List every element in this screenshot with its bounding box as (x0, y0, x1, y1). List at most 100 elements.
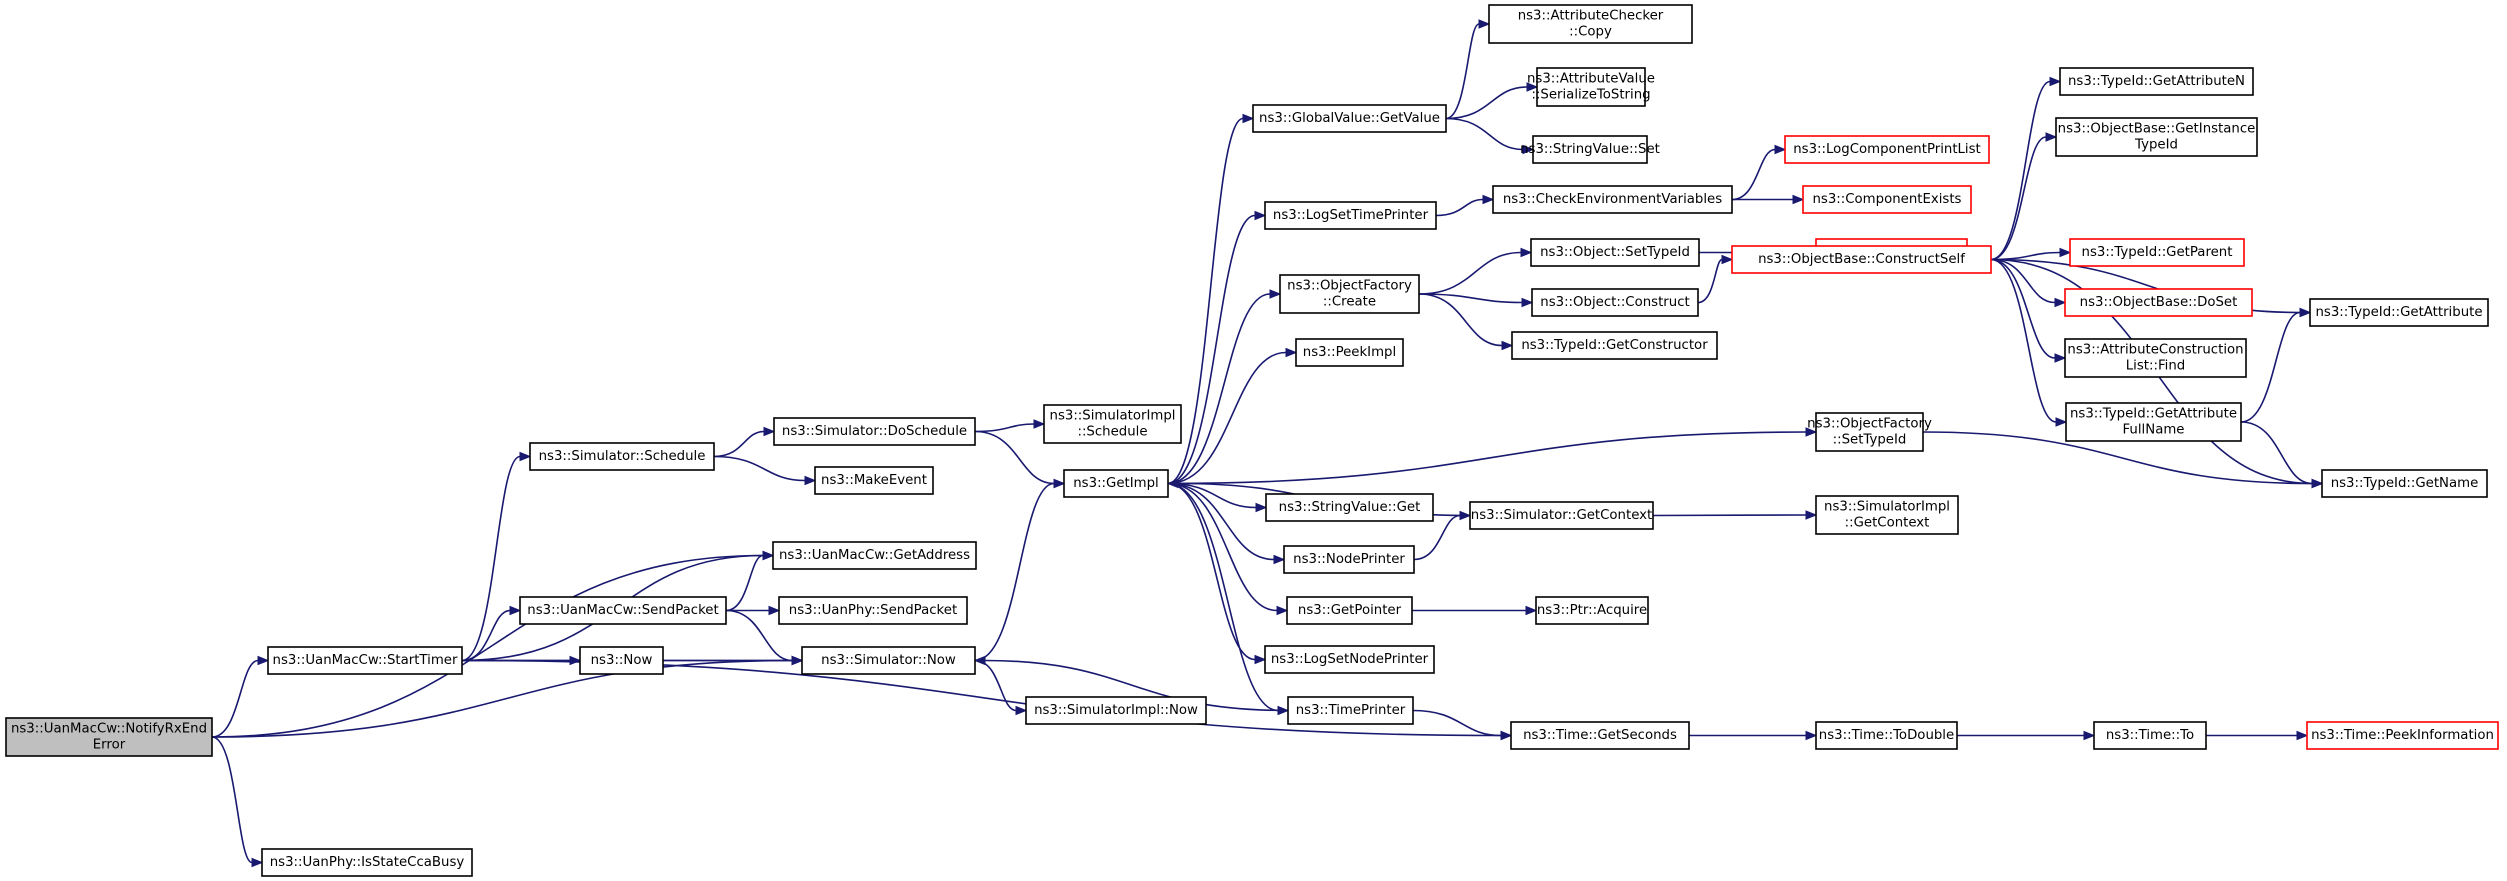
node-uanmaccw-getaddress[interactable]: ns3::UanMacCw::GetAddress (772, 541, 977, 570)
edge-arrowhead (1721, 254, 1734, 265)
edge-arrowhead (791, 655, 804, 666)
node-box (2321, 469, 2488, 498)
node-label: ns3::Time::ToDouble (1819, 728, 1954, 743)
node-attributevalue-serializetostring[interactable]: ns3::AttributeValue::SerializeToString (1527, 67, 1655, 107)
edge-n2-n5 (461, 451, 532, 662)
edge-n17-n32 (1418, 247, 1533, 295)
node-simulatorimpl-now[interactable]: ns3::SimulatorImpl::Now (1025, 696, 1207, 725)
node-componentexists[interactable]: ns3::ComponentExists (1802, 185, 1972, 214)
edge-n43-n40 (2240, 307, 2312, 423)
node-objectfactory-create[interactable]: ns3::ObjectFactory::Create (1279, 274, 1420, 314)
node-getpointer[interactable]: ns3::GetPointer (1286, 596, 1413, 625)
node-logsetnodeprinter[interactable]: ns3::LogSetNodePrinter (1264, 645, 1435, 674)
node-box (2064, 338, 2247, 378)
node-globalvalue-getvalue[interactable]: ns3::GlobalValue::GetValue (1252, 104, 1447, 133)
node-now[interactable]: ns3::Now (579, 646, 664, 675)
edge-n11-n19 (1167, 427, 1818, 485)
edge-arrowhead (1285, 347, 1298, 358)
node-peekimpl[interactable]: ns3::PeekImpl (1295, 338, 1404, 367)
node-makeevent[interactable]: ns3::MakeEvent (814, 466, 934, 495)
node-label: ns3::Ptr::Acquire (1537, 603, 1647, 618)
node-getimpl[interactable]: ns3::GetImpl (1063, 469, 1169, 498)
node-label: ::Schedule (1077, 425, 1147, 440)
node-label: ns3::Simulator::Now (821, 653, 956, 668)
node-box (2065, 402, 2242, 442)
node-label: ::Copy (1569, 25, 1612, 40)
edge-arrowhead (2054, 353, 2067, 363)
node-simulator-now[interactable]: ns3::Simulator::Now (801, 646, 976, 675)
node-label: ns3::SimulatorImpl (1050, 409, 1176, 424)
node-time-getseconds[interactable]: ns3::Time::GetSeconds (1510, 721, 1690, 750)
node-attributechecker-copy[interactable]: ns3::AttributeChecker::Copy (1488, 4, 1693, 44)
node-typeid-getattribute[interactable]: ns3::TypeId::GetAttribute (2309, 298, 2489, 327)
node-stringvalue-set[interactable]: ns3::StringValue::Set (1520, 135, 1660, 164)
node-box (529, 442, 715, 471)
node-time-peekinformation[interactable]: ns3::Time::PeekInformation (2306, 721, 2499, 750)
node-logsettimeprinter[interactable]: ns3::LogSetTimePrinter (1264, 201, 1437, 230)
node-uanmaccw-sendpacket[interactable]: ns3::UanMacCw::SendPacket (519, 596, 727, 625)
node-label: ns3::Object::SetTypeId (1540, 245, 1690, 260)
node-stringvalue-get[interactable]: ns3::StringValue::Get (1265, 493, 1434, 522)
node-objectbase-constructself[interactable]: ns3::ObjectBase::ConstructSelf (1731, 245, 1992, 274)
edge-arrowhead (2083, 730, 2096, 741)
edge-n21-n45 (1652, 510, 1818, 520)
node-ptr-acquire[interactable]: ns3::Ptr::Acquire (1535, 596, 1649, 625)
node-typeid-getconstructor[interactable]: ns3::TypeId::GetConstructor (1511, 331, 1718, 360)
node-object-settypeid[interactable]: ns3::Object::SetTypeId (1530, 238, 1700, 267)
edge-arrowhead (1525, 605, 1538, 616)
edge-n43-n44 (2240, 421, 2324, 489)
node-logcomponentprintlist[interactable]: ns3::LogComponentPrintList (1784, 135, 1990, 164)
node-label: ns3::Time::To (2106, 728, 2194, 743)
node-timeprinter[interactable]: ns3::TimePrinter (1287, 696, 1414, 725)
node-simulatorimpl-schedule[interactable]: ns3::SimulatorImpl::Schedule (1043, 404, 1182, 444)
edge-arrowhead (1526, 82, 1539, 92)
edge-arrowhead (257, 655, 270, 666)
node-nodeprinter[interactable]: ns3::NodePrinter (1283, 545, 1415, 574)
node-label: ns3::ComponentExists (1812, 192, 1961, 207)
edge-line (974, 659, 1017, 712)
node-uanmaccw-starttimer[interactable]: ns3::UanMacCw::StartTimer (267, 646, 463, 675)
edge-line (1435, 198, 1484, 217)
edge-n5-n9 (713, 426, 776, 458)
node-checkenvironmentvariables[interactable]: ns3::CheckEnvironmentVariables (1492, 185, 1733, 214)
node-simulator-schedule[interactable]: ns3::Simulator::Schedule (529, 442, 715, 471)
node-label: ns3::AttributeConstruction (2067, 343, 2243, 358)
edge-arrowhead (1254, 654, 1267, 665)
edge-n19-n44 (1922, 431, 2324, 489)
node-box (1802, 185, 1972, 214)
node-label: ns3::StringValue::Set (1520, 142, 1660, 157)
node-box (1063, 469, 1169, 498)
node-typeid-getattributen[interactable]: ns3::TypeId::GetAttributeN (2059, 67, 2254, 96)
node-box (1264, 201, 1437, 230)
node-objectbase-doset[interactable]: ns3::ObjectBase::DoSet (2064, 288, 2253, 317)
edge-n36-n42 (1990, 258, 2067, 363)
node-object-construct[interactable]: ns3::Object::Construct (1531, 288, 1699, 317)
node-time-to[interactable]: ns3::Time::To (2093, 721, 2207, 750)
node-box (579, 646, 664, 675)
node-typeid-getname[interactable]: ns3::TypeId::GetName (2321, 469, 2488, 498)
node-uanphy-isstateccabusy[interactable]: ns3::UanPhy::IsStateCcaBusy (261, 848, 473, 877)
edge-n11-n24 (1167, 482, 1267, 665)
node-typeid-getparent[interactable]: ns3::TypeId::GetParent (2069, 238, 2245, 267)
node-uanphy-sendpacket[interactable]: ns3::UanPhy::SendPacket (778, 596, 968, 625)
edge-line (211, 659, 259, 738)
node-simulator-doschedule[interactable]: ns3::Simulator::DoSchedule (773, 417, 976, 446)
node-box (1530, 238, 1700, 267)
edge-line (1167, 482, 1279, 712)
edge-n11-n18 (1167, 347, 1298, 485)
node-box (2055, 117, 2258, 157)
node-box (1488, 4, 1693, 44)
edges-layer (211, 19, 2324, 868)
edge-line (974, 423, 1035, 433)
node-time-todouble[interactable]: ns3::Time::ToDouble (1815, 721, 1958, 750)
node-label: ::GetContext (1845, 516, 1930, 531)
node-label: ns3::TimePrinter (1296, 703, 1406, 718)
node-objectfactory-settypeid[interactable]: ns3::ObjectFactory::SetTypeId (1807, 412, 1932, 452)
node-label: List::Find (2126, 359, 2185, 374)
node-simulator-getcontext[interactable]: ns3::Simulator::GetContext (1469, 501, 1654, 530)
node-simulatorimpl-getcontext[interactable]: ns3::SimulatorImpl::GetContext (1815, 495, 1959, 535)
